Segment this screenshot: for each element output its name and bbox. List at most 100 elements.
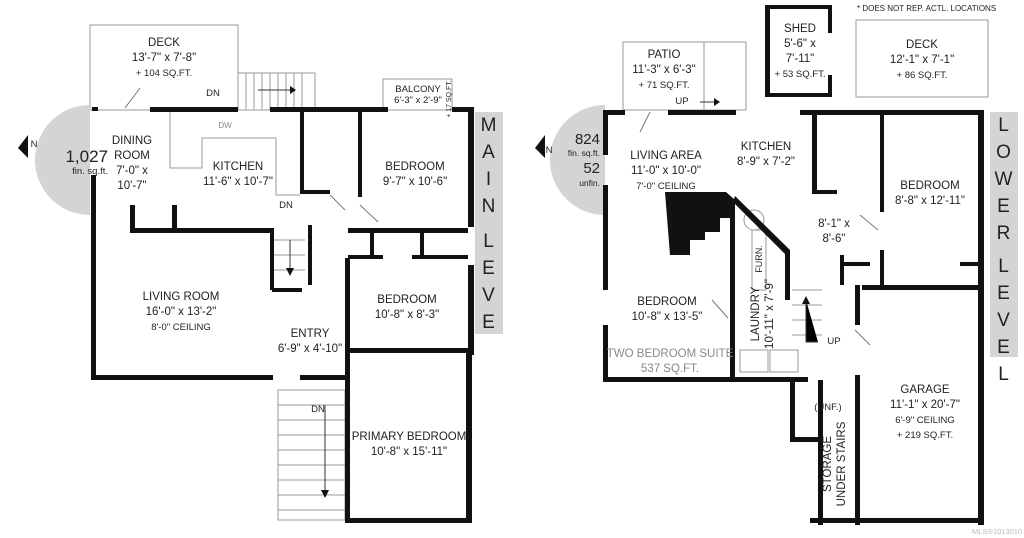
room-name: UNDER STAIRS bbox=[836, 421, 848, 507]
room-name: DINING bbox=[111, 135, 153, 147]
balcony-outline bbox=[382, 78, 453, 111]
room-area: + 53 SQ.FT. bbox=[774, 69, 826, 80]
lower-stairs-up-arrow-icon bbox=[802, 296, 810, 304]
room-ceiling: 6'-9" CEILING bbox=[895, 415, 955, 426]
room-dims: 11'-6" x 10'-7" bbox=[203, 176, 273, 188]
letter: E bbox=[997, 283, 1011, 304]
letter: V bbox=[997, 310, 1011, 331]
room-name: LIVING ROOM bbox=[142, 291, 220, 303]
room-name: STORAGE bbox=[822, 435, 834, 493]
main-finished-sqft: 1,027 bbox=[65, 147, 108, 166]
room-name: BALCONY bbox=[395, 84, 441, 95]
room-dims: 5'-6" x bbox=[784, 38, 816, 50]
letter: E bbox=[997, 337, 1011, 358]
walls bbox=[91, 5, 984, 525]
lower-bedroom-label: BEDROOM 8'-8" x 12'-11" bbox=[895, 179, 965, 209]
dining-room-label: DINING ROOM 7'-0" x 10'-7" bbox=[112, 134, 152, 194]
room-name: SHED bbox=[784, 23, 816, 35]
room-area: + 71 SQ.FT. bbox=[638, 80, 690, 91]
letter: R bbox=[996, 223, 1012, 244]
room-dims: 9'-7" x 10'-6" bbox=[382, 176, 448, 188]
lower-sqft-badge: 824 fin. sq.ft. 52 unfin. bbox=[540, 131, 600, 189]
room-name: ROOM bbox=[114, 150, 150, 162]
room-name: ENTRY bbox=[290, 328, 330, 340]
room-dims: 7'-0" x bbox=[116, 165, 148, 177]
patio-label: PATIO 11'-3" x 6'-3" + 71 SQ.FT. bbox=[632, 48, 695, 93]
deck-stairs-arrow-icon bbox=[290, 86, 296, 94]
room-dims: 8'-9" x 7'-2" bbox=[737, 156, 795, 168]
letter: A bbox=[482, 142, 496, 163]
lower-deck-outline bbox=[855, 19, 989, 98]
letter: L bbox=[998, 364, 1010, 385]
room-dims: 11'-1" x 20'-7" bbox=[890, 399, 960, 411]
main-north-label: N bbox=[30, 139, 38, 150]
letter: E bbox=[482, 258, 496, 279]
room-dims: 6'-9" x 4'-10" bbox=[277, 343, 343, 355]
deck-stairs bbox=[237, 72, 316, 111]
letter: O bbox=[996, 142, 1012, 163]
garage-label: GARAGE 11'-1" x 20'-7" 6'-9" CEILING + 219 … bbox=[890, 383, 960, 443]
room-name: BEDROOM bbox=[900, 180, 960, 192]
letter: V bbox=[482, 285, 496, 306]
lower-north-arrow-icon bbox=[535, 135, 545, 158]
location-note: * DOES NOT REP. ACTL. LOCATIONS bbox=[857, 4, 997, 13]
watermark: MLS®1013010 bbox=[972, 527, 1023, 536]
dishwasher-label: DW bbox=[218, 121, 232, 130]
suite-area: 537 SQ.FT. bbox=[640, 363, 700, 375]
room-name: BEDROOM bbox=[637, 296, 697, 308]
letter: E bbox=[482, 312, 496, 333]
main-north-arrow-icon bbox=[18, 135, 28, 158]
deck-stairs-label: DN bbox=[206, 88, 220, 99]
room-dims: 10'-11" x 7'-9" bbox=[764, 279, 776, 349]
letter: L bbox=[483, 231, 495, 252]
storage-unf-label: (UNF.) bbox=[814, 402, 842, 413]
room-name: LIVING AREA bbox=[630, 150, 702, 162]
letter: I bbox=[485, 169, 493, 190]
room-dims: 6'-3" x 2'-9" bbox=[394, 95, 442, 106]
lower-stairs-label: UP bbox=[827, 336, 841, 347]
main-sqft-badge: 1,027 fin. sq.ft. bbox=[48, 147, 108, 178]
room-name: DECK bbox=[906, 39, 938, 51]
room-dims: 10'-8" x 15'-11" bbox=[370, 446, 448, 458]
letter: L bbox=[998, 256, 1010, 277]
room-dims: 11'-3" x 6'-3" bbox=[632, 64, 696, 76]
main-finished-unit: fin. sq.ft. bbox=[72, 166, 108, 177]
patio-up-label: UP bbox=[675, 96, 689, 107]
room-name: LAUNDRY bbox=[750, 286, 762, 342]
room-name: PATIO bbox=[647, 49, 681, 61]
room-name: GARAGE bbox=[900, 384, 950, 396]
room-ceiling: 8'-0" CEILING bbox=[151, 322, 211, 333]
room-dims: 10'-7" bbox=[117, 180, 147, 192]
room-dims: 12'-1" x 7'-1" bbox=[889, 54, 955, 66]
room-name: BEDROOM bbox=[385, 161, 445, 173]
lower-north-label: N bbox=[545, 145, 553, 156]
room-ceiling: 7'-0" CEILING bbox=[636, 181, 696, 192]
sqft-badges bbox=[34, 105, 605, 215]
lower-finished-sqft: 824 bbox=[574, 131, 600, 148]
kitchen-counter bbox=[169, 110, 300, 196]
letter: E bbox=[997, 196, 1011, 217]
room-dims: 11'-0" x 10'-0" bbox=[631, 165, 701, 177]
room-dims: 8'-6" bbox=[822, 233, 846, 245]
room-name: BEDROOM bbox=[377, 294, 437, 306]
room-dims: 8'-8" x 12'-11" bbox=[895, 195, 965, 207]
suite-name: TWO BEDROOM SUITE bbox=[606, 348, 734, 360]
room-area: + 219 SQ.FT. bbox=[896, 430, 954, 441]
room-area: + 86 SQ.FT. bbox=[896, 70, 948, 81]
room-area: + 104 SQ.FT. bbox=[135, 68, 193, 79]
letter: L bbox=[998, 115, 1010, 136]
letter: W bbox=[994, 169, 1014, 190]
main-stairs-label: DN bbox=[279, 200, 293, 211]
spacer bbox=[475, 220, 503, 228]
front-stairs-label: DN bbox=[311, 404, 325, 415]
